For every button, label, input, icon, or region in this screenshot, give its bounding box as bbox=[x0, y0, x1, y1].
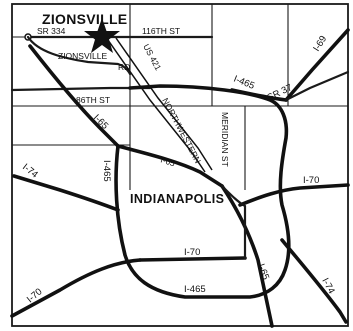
label-i65-mid: I-65 bbox=[159, 154, 176, 168]
star-icon bbox=[84, 18, 120, 53]
highway-i465-northeast bbox=[230, 88, 288, 102]
label-i69: I-69 bbox=[311, 34, 329, 54]
highway-i70-south bbox=[138, 256, 247, 262]
label-i70-south: I-70 bbox=[184, 247, 200, 258]
label-indianapolis: INDIANAPOLIS bbox=[130, 192, 224, 206]
label-i65-south: I-65 bbox=[255, 262, 271, 281]
highway-i465-loop bbox=[114, 84, 291, 299]
highway-i70-southwest bbox=[10, 258, 142, 318]
map-frame bbox=[11, 3, 349, 327]
label-us421: US 421 bbox=[141, 42, 163, 72]
label-i465-west: I-465 bbox=[101, 160, 112, 182]
label-zionsville-town: ZIONSVILLE bbox=[42, 11, 127, 27]
label-86th-st: 86TH ST bbox=[76, 95, 110, 105]
highway-i65-north bbox=[28, 44, 120, 148]
label-zionsville-rd-line1: ZIONSVILLE bbox=[58, 51, 107, 61]
label-zionsville-rd-line2: RD bbox=[118, 62, 130, 72]
label-meridian-st: MERIDIAN ST bbox=[220, 112, 230, 167]
label-i70-east: I-70 bbox=[303, 175, 319, 186]
road-sr37 bbox=[284, 70, 350, 102]
road-us421-east-edge bbox=[115, 37, 213, 171]
label-sr334: SR 334 bbox=[37, 26, 66, 36]
highway-i65-downtown bbox=[116, 144, 224, 188]
highway-i65-south bbox=[220, 184, 274, 328]
label-i70-southwest: I-70 bbox=[25, 286, 45, 305]
road-us421-west-edge bbox=[107, 39, 206, 173]
label-i65-north: I-65 bbox=[91, 112, 110, 131]
label-i465-south: I-465 bbox=[184, 284, 206, 295]
label-i74-southeast: I-74 bbox=[319, 276, 336, 296]
highway-i69 bbox=[284, 28, 350, 102]
road-zionsville-rd bbox=[26, 35, 132, 76]
highway-i70-east bbox=[238, 183, 350, 207]
road-downtown-connector bbox=[220, 184, 247, 260]
label-northwestern: NORTHWESTERN bbox=[160, 96, 203, 165]
label-116th-st: 116TH ST bbox=[142, 26, 180, 36]
highway-i74-west bbox=[12, 174, 120, 212]
highway-i74-southeast bbox=[280, 238, 348, 324]
